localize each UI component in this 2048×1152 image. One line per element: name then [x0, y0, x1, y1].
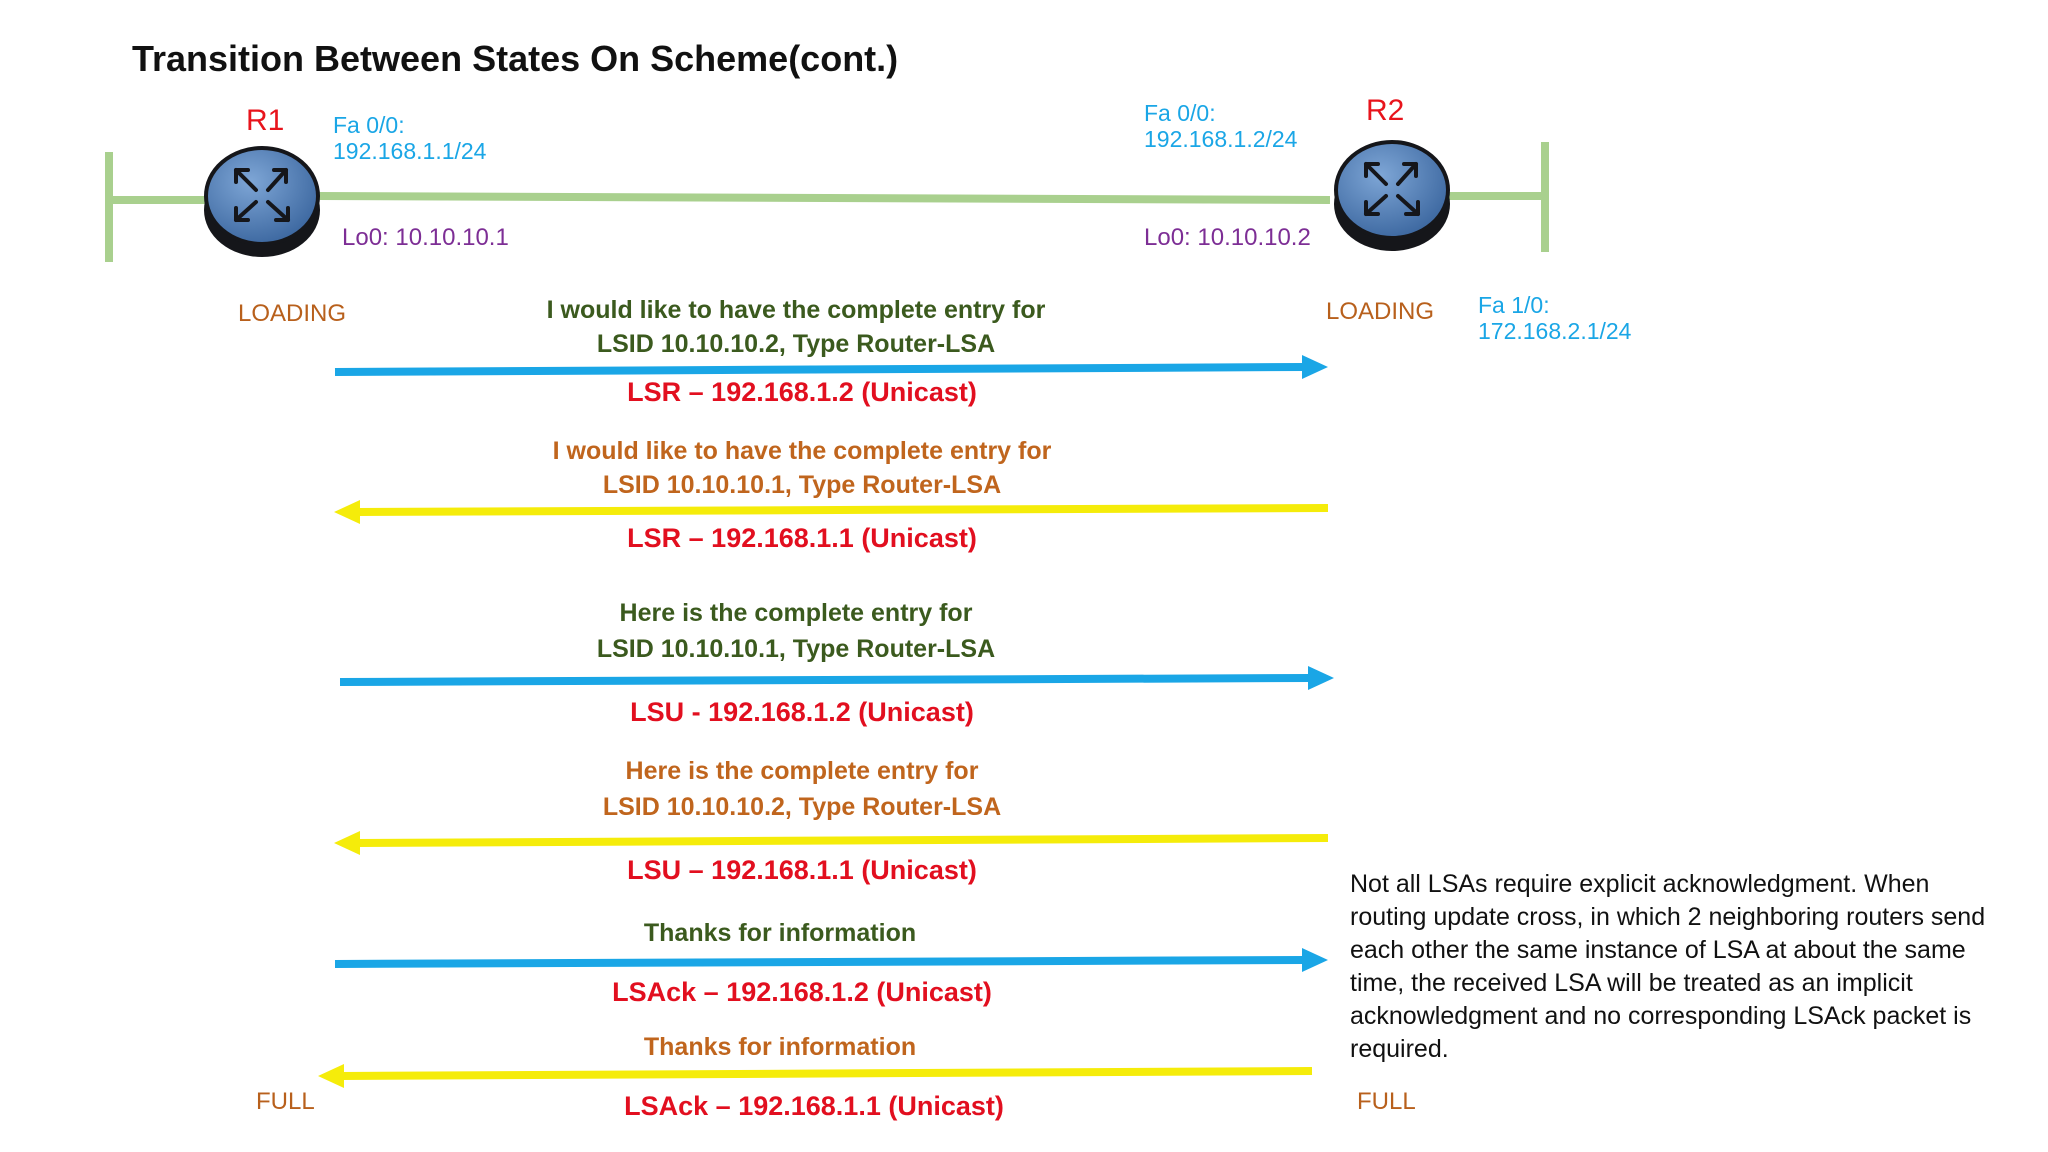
message-6-description: Thanks for information: [643, 1033, 917, 1061]
message-5-description: Thanks for information: [643, 919, 917, 947]
message-2-packet: LSR – 192.168.1.1 (Unicast): [627, 523, 977, 553]
r2-fa00-interface: Fa 0/0: 192.168.1.2/24: [1144, 100, 1297, 152]
arrow-lsack-r2-to-r1: [318, 1064, 1313, 1088]
message-1-line1: I would like to have the complete entry …: [546, 296, 1046, 324]
message-1-line2: LSID 10.10.10.2, Type Router-LSA: [596, 330, 996, 358]
arrow-lsr-r2-to-r1: [334, 500, 1329, 524]
router-icon-r1: [204, 146, 320, 257]
r1-fa00-ip: 192.168.1.1/24: [333, 138, 487, 164]
implicit-ack-note: Not all LSAs require explicit acknowledg…: [1350, 870, 1986, 1063]
arrow-lsack-r1-to-r2: [334, 948, 1328, 972]
message-2-line1: I would like to have the complete entry …: [552, 437, 1052, 465]
message-3-line2: LSID 10.10.10.1, Type Router-LSA: [596, 635, 996, 663]
r1-loopback: Lo0: 10.10.10.1: [342, 224, 509, 251]
r2-loopback: Lo0: 10.10.10.2: [1144, 224, 1311, 251]
r1-state-loading: LOADING: [238, 300, 347, 327]
message-4-description: Here is the complete entry for LSID 10.1…: [603, 753, 1001, 825]
message-3-description: Here is the complete entry for LSID 10.1…: [597, 595, 995, 667]
message-5-packet: LSAck – 192.168.1.2 (Unicast): [612, 977, 992, 1007]
r1-fa00-label: Fa 0/0:: [333, 112, 405, 138]
message-4-line1: Here is the complete entry for: [625, 757, 979, 785]
message-1-packet: LSR – 192.168.1.2 (Unicast): [627, 377, 977, 407]
router-r2-name: R2: [1366, 94, 1405, 127]
arrow-lsu-r2-to-r1: [334, 831, 1329, 855]
r2-state-full: FULL: [1357, 1088, 1416, 1115]
r2-fa10-ip: 172.168.2.1/24: [1478, 318, 1632, 344]
r2-fa10-interface: Fa 1/0: 172.168.2.1/24: [1478, 292, 1631, 344]
message-3-packet: LSU - 192.168.1.2 (Unicast): [630, 697, 974, 727]
message-4-line2: LSID 10.10.10.2, Type Router-LSA: [602, 793, 1002, 821]
message-2-line2: LSID 10.10.10.1, Type Router-LSA: [602, 471, 1002, 499]
r1-fa00-interface: Fa 0/0: 192.168.1.1/24: [333, 112, 486, 164]
r2-fa10-label: Fa 1/0:: [1478, 292, 1550, 318]
arrow-lsu-r1-to-r2: [339, 666, 1334, 690]
r1-state-full: FULL: [256, 1088, 315, 1115]
r2-fa00-ip: 192.168.1.2/24: [1144, 126, 1298, 152]
message-3-line1: Here is the complete entry for: [619, 599, 973, 627]
r2-state-loading: LOADING: [1326, 298, 1435, 325]
message-6-packet: LSAck – 192.168.1.1 (Unicast): [624, 1091, 1004, 1121]
message-1-description: I would like to have the complete entry …: [547, 293, 1046, 361]
router-r1-name: R1: [246, 104, 285, 137]
r2-fa00-label: Fa 0/0:: [1144, 100, 1216, 126]
r1-r2-link: [317, 192, 1331, 204]
slide-title: Transition Between States On Scheme(cont…: [132, 38, 899, 79]
message-2-description: I would like to have the complete entry …: [553, 434, 1052, 502]
router-icon-r2: [1334, 140, 1450, 251]
message-4-packet: LSU – 192.168.1.1 (Unicast): [627, 855, 977, 885]
arrow-lsr-r1-to-r2: [334, 355, 1328, 379]
